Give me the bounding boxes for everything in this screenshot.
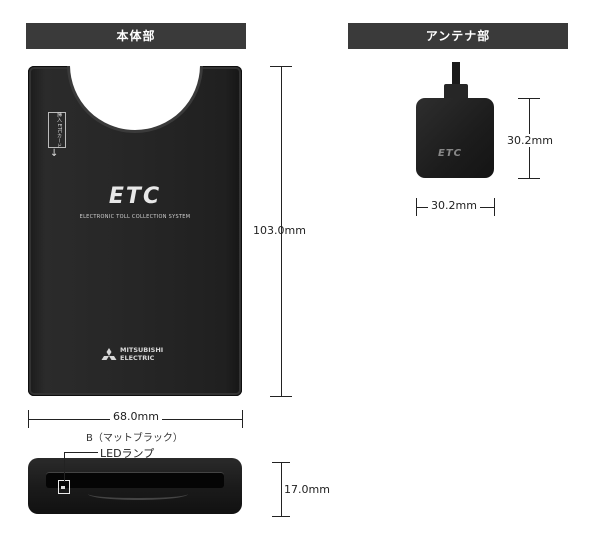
insert-label-box (48, 112, 66, 148)
antenna-cable (452, 62, 460, 92)
depth-label: 17.0mm (284, 483, 330, 496)
down-arrow-icon: ↓ (50, 148, 59, 159)
height-tick-bottom (270, 396, 292, 397)
antenna-height-tick-bottom (518, 178, 540, 179)
led-leader-line-vertical (64, 452, 65, 482)
antenna-width-label: 30.2mm (428, 199, 480, 212)
mitsubishi-logo-icon (101, 348, 117, 360)
slot-rim (88, 488, 188, 500)
etc-subtitle: ELECTRONIC TOLL COLLECTION SYSTEM (79, 214, 191, 220)
antenna-height-label: 30.2mm (506, 134, 554, 147)
height-label: 103.0mm (253, 224, 306, 237)
led-label: LEDランプ (100, 447, 155, 460)
card-slot (46, 472, 224, 488)
brand-name: MITSUBISHI ELECTRIC (120, 346, 163, 362)
etc-antenna (416, 98, 494, 178)
led-leader-line (64, 452, 98, 453)
color-label: B（マットブラック） (86, 433, 183, 444)
brand-line1: MITSUBISHI (120, 346, 164, 354)
card-notch (70, 66, 200, 130)
insert-label: 挿入 ETCカード (56, 112, 62, 149)
depth-dimension-line (281, 462, 282, 516)
antenna-width-tick-right (494, 198, 495, 216)
antenna-connector (444, 84, 468, 100)
etc-main-unit: 挿入 ETCカード ↓ ETC ELECTRONIC TOLL COLLECTI… (28, 66, 242, 396)
etc-logo: ETC (108, 184, 162, 209)
brand-line2: ELECTRIC (120, 354, 155, 362)
antenna-etc-logo: ETC (438, 148, 462, 159)
main-unit-bottom-view (28, 458, 242, 514)
led-lamp (61, 486, 65, 489)
depth-tick-bottom (272, 516, 290, 517)
width-tick-right (242, 410, 243, 428)
width-label: 68.0mm (110, 410, 162, 423)
antenna-header: アンテナ部 (348, 23, 568, 49)
main-unit-header: 本体部 (26, 23, 246, 49)
height-dimension-line (281, 66, 282, 396)
